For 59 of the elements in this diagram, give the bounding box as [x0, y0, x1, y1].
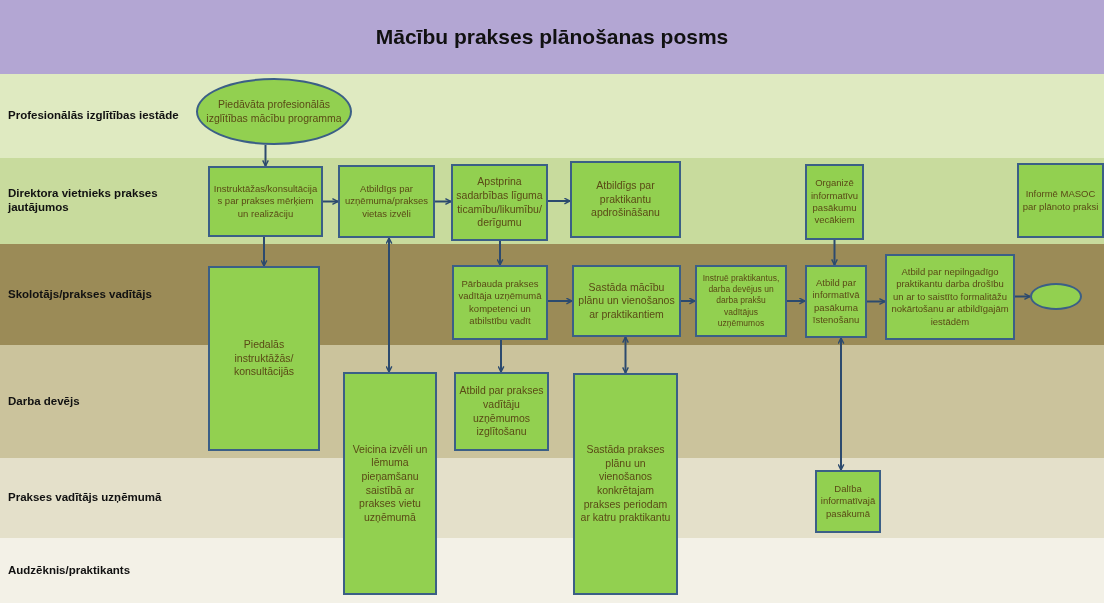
process-box [208, 266, 320, 451]
box-text: Instruē praktikantus, darba devējus un darba prakšu vadītājus uzņēmumos [701, 273, 781, 329]
box-text: Instruktāžas/konsultācijas par prakses mērķiem un realizāciju [213, 183, 318, 220]
arrow [434, 198, 452, 205]
arrow [496, 240, 504, 266]
arrow [831, 239, 838, 266]
arrow [547, 197, 571, 205]
process-box [451, 164, 548, 241]
swimlane-band [0, 74, 1104, 158]
process-box [452, 265, 548, 340]
ellipse-node [1030, 283, 1082, 310]
process-box [338, 165, 435, 238]
arrow [680, 297, 696, 305]
box-text: Atbild par nepilngadīgo praktikantu darba drošību un ar to saistīto formalitāžu nokārtošanu ar atbildīgajām iestādēm [890, 266, 1010, 328]
process-box [343, 372, 437, 595]
box-text: Piedalās instruktāžās/ konsultācijās [232, 338, 296, 379]
lane-label: Prakses vadītājs uzņēmumā [8, 491, 163, 505]
process-box [1017, 163, 1104, 238]
arrow [1014, 293, 1031, 300]
process-box [572, 265, 681, 337]
arrow [837, 337, 845, 471]
lane-label: Profesionālās izglītības iestāde [8, 109, 180, 123]
process-box [573, 373, 678, 595]
arrow [622, 336, 629, 374]
box-text: Atbild par prakses vadītāju uzņēmumos izglītošanu [459, 384, 544, 439]
box-text: Dalība informatīvajā pasākumā [820, 483, 876, 520]
process-box [805, 265, 867, 338]
process-box [570, 161, 681, 238]
box-text: Atbildīgs par praktikantu apdrošināšanu [590, 179, 661, 220]
box-text: Atbild par informatīvā pasākuma īstenošanu [811, 276, 861, 327]
process-box [208, 166, 323, 237]
lane-label: Direktora vietnieks prakses jautājumos [8, 187, 159, 215]
arrow [547, 297, 573, 305]
arrow [497, 339, 505, 373]
arrow [260, 236, 268, 267]
box-text: Sastāda mācību plānu un vienošanos ar praktikantiem [577, 280, 676, 322]
arrow [385, 237, 393, 373]
lane-label: Audzēknis/praktikants [8, 563, 132, 578]
box-text: Sastāda prakses plānu un vienošanos konkrētajam prakses periodam ar katru praktikantu [579, 443, 672, 525]
diagram-title: Mācību prakses plānošanas posms [375, 25, 729, 49]
box-text: Atbildīgs par uzņēmuma/prakses vietas izvēli [344, 183, 429, 220]
process-box [815, 470, 881, 533]
box-text: Apstprina sadarbības līguma ticamību/likumību/ derīgumu [456, 175, 543, 230]
swimlane-band [0, 158, 1104, 244]
process-box [885, 254, 1015, 340]
process-box [454, 372, 549, 451]
lane-label: Darba devējs [8, 394, 81, 409]
lane-label: Skolotājs/prakses vadītājs [8, 287, 153, 302]
arrow [262, 144, 269, 167]
box-text: Veicina izvēli un lēmuma pieņamšanu saistībā ar prakses vietu uzņēmumā [351, 442, 429, 525]
box-text: Organizē informatīvu pasākumu vecākiem [810, 177, 859, 227]
process-box [805, 164, 864, 240]
arrow [786, 297, 806, 305]
box-text: Pārbauda prakses vadītāja uzņēmumā kompetenci un atbilstību vadīt [457, 277, 543, 328]
process-box [695, 265, 787, 337]
arrow [866, 298, 886, 305]
box-text: Piedāvāta profesionālās izglītības mācību programma [205, 97, 343, 126]
arrow [322, 198, 339, 205]
box-text: Informē MASOC par plānoto praksi [1022, 188, 1099, 213]
